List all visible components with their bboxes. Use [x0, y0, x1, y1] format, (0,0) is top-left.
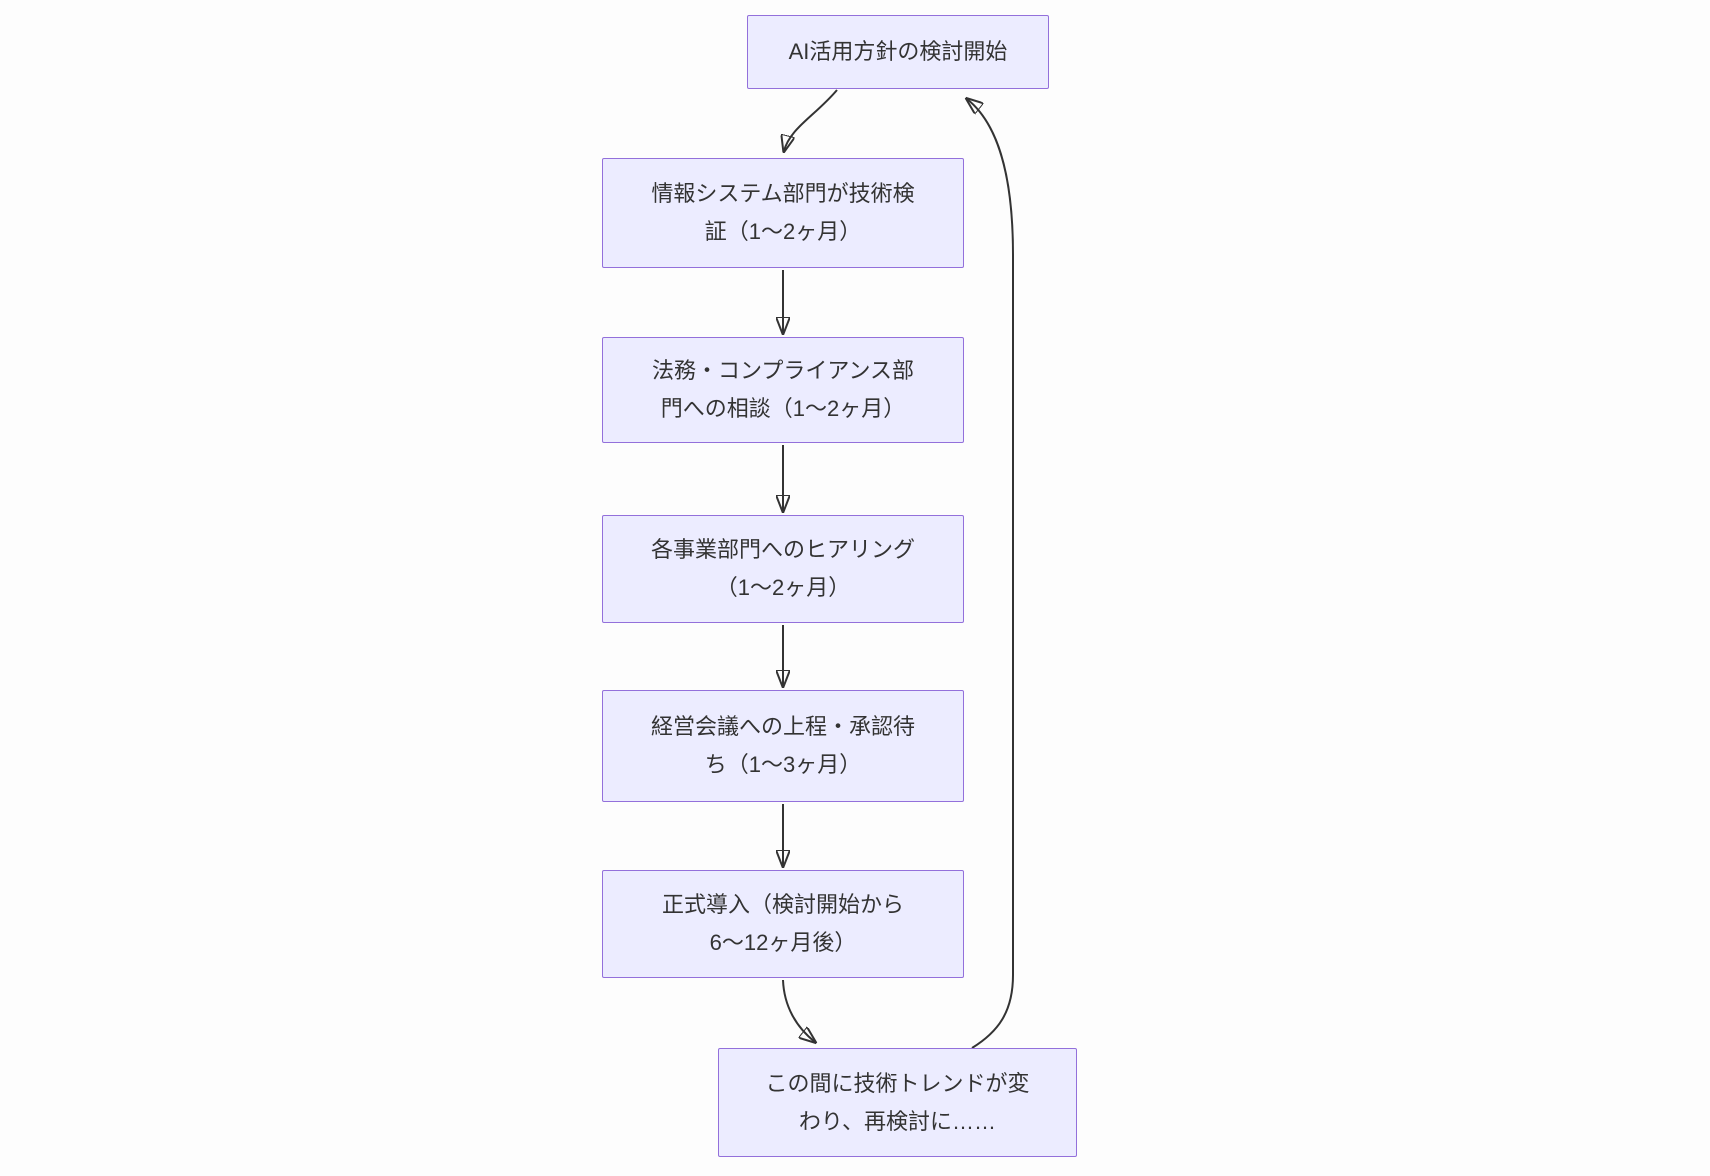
node-board-approval-label: 経営会議への上程・承認待 ち（1〜3ヶ月）: [650, 714, 915, 777]
node-legal-compliance-label: 法務・コンプライアンス部 門への相談（1〜2ヶ月）: [651, 358, 915, 421]
node-start: AI活用方針の検討開始: [747, 15, 1049, 89]
node-start-label: AI活用方針の検討開始: [788, 39, 1008, 64]
edge-trend-to-start: [967, 99, 1014, 1049]
node-trend-change: この間に技術トレンドが変 わり、再検討に……: [718, 1048, 1077, 1157]
node-board-approval: 経営会議への上程・承認待 ち（1〜3ヶ月）: [602, 690, 964, 802]
node-division-hearing-label: 各事業部門へのヒアリング （1〜2ヶ月）: [650, 537, 915, 600]
node-official-launch-label: 正式導入（検討開始から 6〜12ヶ月後）: [661, 892, 904, 955]
edge-launch-to-trend: [782, 979, 815, 1042]
node-tech-verification-label: 情報システム部門が技術検 証（1〜2ヶ月）: [651, 181, 915, 244]
node-legal-compliance: 法務・コンプライアンス部 門への相談（1〜2ヶ月）: [602, 337, 964, 443]
node-tech-verification: 情報システム部門が技術検 証（1〜2ヶ月）: [602, 158, 964, 268]
node-official-launch: 正式導入（検討開始から 6〜12ヶ月後）: [602, 870, 964, 978]
node-trend-change-label: この間に技術トレンドが変 わり、再検討に……: [765, 1070, 1030, 1134]
node-division-hearing: 各事業部門へのヒアリング （1〜2ヶ月）: [602, 515, 964, 623]
edge-start-to-tech: [784, 89, 838, 151]
